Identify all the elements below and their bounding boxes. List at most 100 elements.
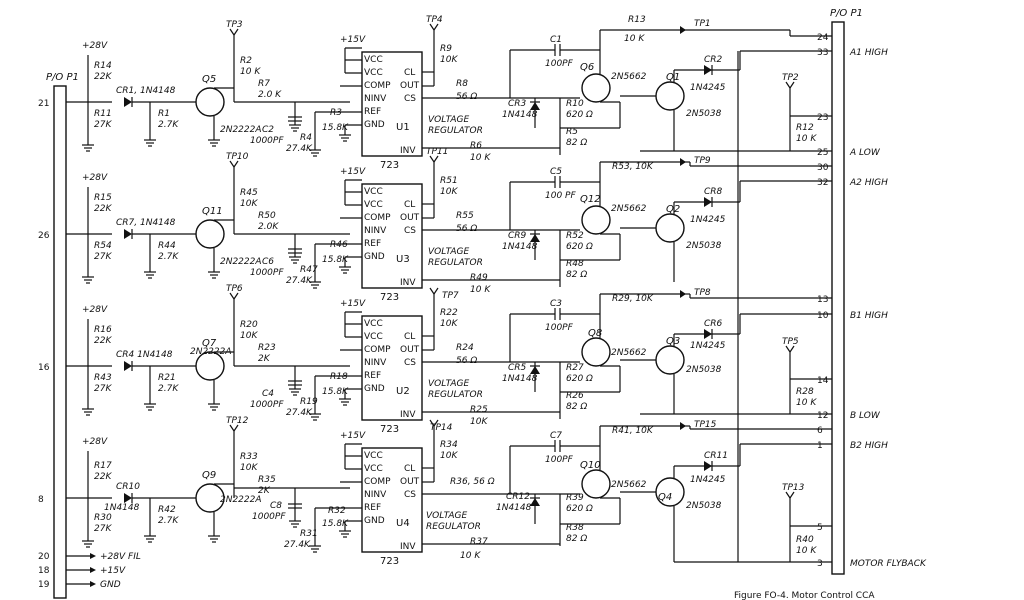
rc-ref: R20 [240, 320, 258, 330]
cr-d-ref: CR5 [508, 363, 527, 373]
ic-pin-cl: CL [404, 464, 415, 474]
v28-label: +28V [82, 305, 108, 315]
q-ref: Q11 [202, 206, 223, 217]
r-e-value: 82 Ω [566, 402, 587, 412]
q-type: 2N2222A [220, 495, 262, 505]
rtop-ref: R15 [94, 193, 112, 203]
r12-label: R12 [796, 123, 814, 133]
signal-a2-high: A2 HIGH [849, 178, 888, 188]
r-gnd-ref: R19 [300, 397, 318, 407]
r-fb-ref: R13 [628, 15, 646, 25]
tp-fb-ref: TP9 [694, 156, 711, 166]
rb-ref: R42 [158, 505, 176, 515]
r-out-ref: R8 [456, 79, 468, 89]
rb-ref: R1 [158, 109, 170, 119]
r-out-ref: R24 [456, 343, 474, 353]
rbot-value: 27K [94, 252, 112, 262]
c-value: 1000PF [250, 268, 284, 278]
ic-pin-vcc1: VCC [364, 451, 383, 461]
ic-pin-ref: REF [364, 239, 381, 249]
qp-type: 2N5038 [686, 365, 722, 375]
ic-pin-vcc2: VCC [364, 200, 383, 210]
cr-input-label: CR10 [116, 482, 140, 492]
r-e-value: 82 Ω [566, 138, 587, 148]
rtop-ref: R17 [94, 461, 112, 471]
qp-type: 2N5038 [686, 501, 722, 511]
pin-3: 3 [817, 559, 823, 569]
pin-12: 12 [817, 411, 828, 421]
stage-4: 8 +28V R17 22K R30 27K CR10 1N4148 R42 2… [38, 416, 741, 567]
ic-pin-cs: CS [404, 490, 416, 500]
pin-25: 25 [817, 148, 828, 158]
q-type: 2N2222A [220, 257, 262, 267]
rbot-ref: R30 [94, 513, 112, 523]
cr-input-label: CR1, 1N4148 [116, 86, 176, 96]
signal-a-low: A LOW [849, 148, 881, 158]
rs-value: 2K [258, 354, 271, 364]
reg-title-2: REGULATOR [428, 390, 483, 400]
r-e-ref: R48 [566, 259, 584, 269]
qd-ref: Q10 [580, 460, 601, 471]
rb-value: 2.7K [158, 252, 179, 262]
r-inv-ref: R6 [470, 141, 482, 151]
cr-input-label: CR7, 1N4148 [116, 218, 176, 228]
cf-value: 100PF [545, 59, 574, 69]
cr-d-ref: CR3 [508, 99, 527, 109]
r28-label: R28 [796, 387, 814, 397]
cr-d-type: 1N4148 [502, 110, 538, 120]
c-value: 1000PF [252, 512, 286, 522]
rc-ref: R33 [240, 452, 258, 462]
ic-pin-cl: CL [404, 332, 415, 342]
reg-title-1: VOLTAGE [428, 247, 469, 257]
tp-top-ref: TP11 [426, 147, 448, 157]
supply-gnd-label: GND [100, 580, 121, 590]
reg-title-1: VOLTAGE [428, 115, 469, 125]
v15-label: +15V [340, 431, 366, 441]
ic-pin-cl: CL [404, 200, 415, 210]
left-connector: P/O P1 [46, 72, 79, 599]
figure-caption: Figure FO-4. Motor Control CCA [734, 591, 875, 600]
rb-ref: R21 [158, 373, 176, 383]
ic-pin-out: OUT [400, 213, 420, 223]
rs-ref: R50 [258, 211, 276, 221]
ic-pin-vcc2: VCC [364, 464, 383, 474]
rtop-value: 22K [94, 72, 112, 82]
rc-value: 10K [240, 463, 258, 473]
ic-pin-ninv: NINV [364, 358, 387, 368]
right-tp-3: TP13 R40 10 K [782, 483, 817, 562]
rtop-ref: R16 [94, 325, 112, 335]
tp-top-ref: TP7 [442, 291, 459, 301]
ic-pin-vcc1: VCC [364, 187, 383, 197]
pin-32: 32 [817, 178, 828, 188]
ic-pin-gnd: GND [364, 252, 385, 262]
ic-pin-comp: COMP [364, 213, 391, 223]
r-ref-value: 15.8K [322, 255, 349, 265]
rc-value: 10K [240, 331, 258, 341]
r-inv-value: 10K [470, 417, 488, 427]
ic-u-body [361, 51, 423, 157]
r-b2-value: 620 Ω [566, 374, 593, 384]
pin-20: 20 [38, 552, 50, 562]
ic-pin-ref: REF [364, 371, 381, 381]
right-tp-2: TP5 R28 10 K [782, 337, 817, 414]
c-value: 1000PF [250, 136, 284, 146]
cr-p-type: 1N4245 [690, 215, 726, 225]
signal-b2-high: B2 HIGH [850, 441, 888, 451]
cr-p-type: 1N4245 [690, 475, 726, 485]
right-tp-1: TP2 R12 10 K [782, 73, 817, 151]
pin-1: 1 [817, 441, 823, 451]
rbot-value: 27K [94, 384, 112, 394]
tp2-label: TP2 [782, 73, 799, 83]
ic-part: 723 [380, 556, 399, 567]
r-b2-value: 620 Ω [566, 242, 593, 252]
qp-ref: Q2 [666, 204, 680, 215]
rtop-value: 22K [94, 336, 112, 346]
qd-ref: Q6 [580, 62, 594, 73]
signal-a1-high: A1 HIGH [849, 48, 888, 58]
v15-label: +15V [340, 35, 366, 45]
ic-pin-ninv: NINV [364, 490, 387, 500]
pin-6: 6 [817, 426, 823, 436]
cr-p-ref: CR2 [704, 55, 723, 65]
ic-pin-ref: REF [364, 503, 381, 513]
r-e-value: 82 Ω [566, 534, 587, 544]
